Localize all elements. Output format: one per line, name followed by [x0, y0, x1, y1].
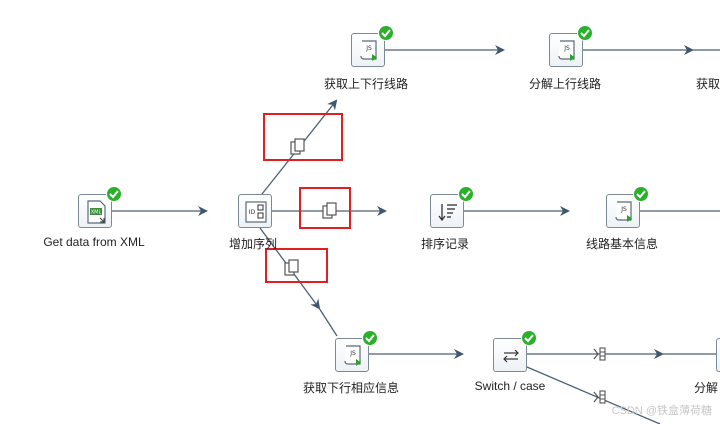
step-label: 获取上下行线路 [323, 77, 409, 91]
step-label: 排序记录 [420, 237, 470, 251]
switch-arrows-icon [503, 349, 519, 363]
javascript-script-icon: JS [344, 345, 361, 366]
javascript-script-icon: JS [558, 40, 575, 61]
success-check-icon [458, 186, 474, 202]
step-switch-case[interactable] [493, 338, 527, 372]
copy-icon [284, 259, 299, 276]
success-check-icon [362, 330, 378, 346]
success-check-icon [577, 25, 593, 41]
watermark: CSDN @铁盒薄荷糖 [611, 405, 712, 417]
copy-icon [322, 202, 337, 219]
step-label: 获取下行相应信息 [302, 381, 400, 395]
step-get-down-info[interactable]: JS [335, 338, 369, 372]
step-add-sequence[interactable]: ID [238, 194, 272, 228]
hop-switch-out-bottom[interactable] [526, 366, 661, 424]
step-route-basic-info[interactable]: JS [606, 194, 640, 228]
success-check-icon [633, 186, 649, 202]
svg-text:XML: XML [91, 210, 102, 216]
step-label-partial: 分解 [694, 381, 719, 395]
step-split-up-routes[interactable]: JS [549, 33, 583, 67]
sort-icon [438, 204, 457, 222]
svg-text:JS: JS [349, 350, 356, 357]
svg-text:ID: ID [249, 209, 256, 216]
highlight-box-upper [263, 113, 343, 161]
sequence-icon: ID [245, 201, 267, 223]
xml-file-icon: XML [87, 200, 106, 224]
success-check-icon [106, 186, 122, 202]
target-hop-icon [593, 347, 606, 361]
javascript-script-icon: JS [615, 201, 632, 222]
success-check-icon [521, 330, 537, 346]
success-check-icon [378, 25, 394, 41]
step-label: 线路基本信息 [585, 237, 659, 251]
target-hop-icon [593, 390, 606, 404]
step-partial-right[interactable] [716, 338, 720, 372]
step-get-updown-routes[interactable]: JS [351, 33, 385, 67]
svg-text:JS: JS [620, 206, 627, 213]
step-label: Switch / case [474, 379, 546, 393]
step-get-data-from-xml[interactable]: XML [78, 194, 112, 228]
step-sort-records[interactable] [430, 194, 464, 228]
svg-text:JS: JS [365, 45, 372, 52]
highlight-box-lower [265, 248, 328, 283]
step-label: Get data from XML [43, 235, 145, 249]
javascript-script-icon: JS [360, 40, 377, 61]
copy-icon [290, 138, 305, 155]
step-label: 分解上行线路 [528, 77, 602, 91]
highlight-box-middle [299, 187, 351, 229]
svg-text:JS: JS [563, 45, 570, 52]
step-label-partial: 获取 [696, 77, 720, 91]
step-label: 增加序列 [228, 237, 278, 251]
